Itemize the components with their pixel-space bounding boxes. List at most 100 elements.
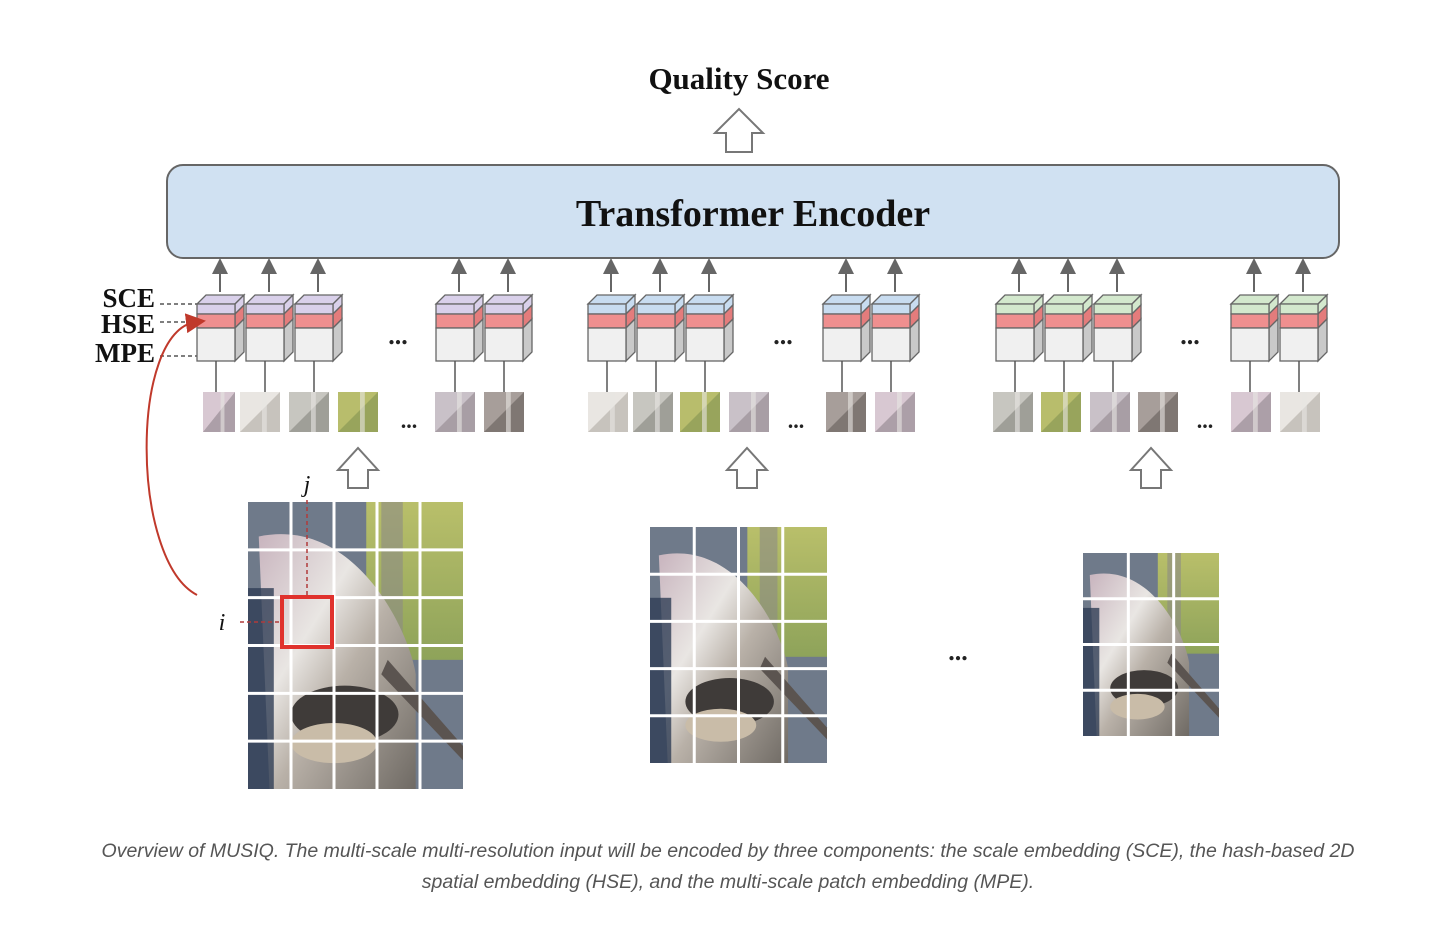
token-stack [1092, 258, 1143, 392]
patch-shade [826, 392, 866, 432]
token-stack [994, 258, 1045, 392]
curtain-shadow [1083, 607, 1100, 736]
patch-shade [1041, 392, 1081, 432]
patch-highlight [220, 392, 225, 432]
patch-thumbnails: ......... [203, 392, 1320, 433]
mpe-embedding [435, 327, 475, 362]
mpe-embedding [1093, 327, 1133, 362]
image-medium [650, 527, 827, 763]
sce-embedding [1044, 303, 1084, 315]
patch-thumbnail [240, 392, 280, 432]
patch-shade [1090, 392, 1130, 432]
token-stack [1229, 258, 1280, 392]
sce-embedding [435, 303, 475, 315]
cat-face [685, 708, 757, 742]
patch-row-small: ... [993, 392, 1320, 433]
patch-highlight [1063, 392, 1068, 432]
mpe-embedding [871, 327, 911, 362]
patch-thumbnail [203, 392, 235, 432]
patch-highlight [897, 392, 902, 432]
sce-embedding [685, 303, 725, 315]
hse-embedding [435, 313, 475, 329]
patch-shade [729, 392, 769, 432]
hse-embedding [245, 313, 285, 329]
sce-embedding [871, 303, 911, 315]
hse-embedding [1230, 313, 1270, 329]
patch-thumbnail [1090, 392, 1130, 432]
patch-thumbnail [993, 392, 1033, 432]
patch-shade [484, 392, 524, 432]
patch-highlight [311, 392, 316, 432]
input-arrow-icon-small [1128, 446, 1174, 489]
patch-row-medium: ... [588, 392, 915, 433]
hse-embedding [587, 313, 627, 329]
patch-shade [680, 392, 720, 432]
token-group-full: ... [195, 258, 534, 392]
mpe-embedding [685, 327, 725, 362]
mpe-embedding [1230, 327, 1270, 362]
figure-caption: Overview of MUSIQ. The multi-scale multi… [101, 840, 1355, 893]
hse-embedding [636, 313, 676, 329]
j-index-label: j [301, 472, 311, 498]
mpe-embedding [636, 327, 676, 362]
patch-highlight [360, 392, 365, 432]
multi-scale-images [248, 502, 1219, 789]
mpe-label: MPE [95, 338, 155, 368]
curtain-shadow [650, 597, 672, 763]
patch-thumbnail [826, 392, 866, 432]
patch-highlight [457, 392, 462, 432]
mpe-embedding [587, 327, 627, 362]
hse-embedding [1044, 313, 1084, 329]
patch-shade [1231, 392, 1271, 432]
image-small [1083, 553, 1219, 736]
window-edge [759, 656, 827, 740]
sce-embedding [484, 303, 524, 315]
patch-shade [588, 392, 628, 432]
patch-ellipsis: ... [401, 408, 418, 433]
token-stack [1043, 258, 1094, 392]
cat-face [1110, 693, 1165, 720]
sce-embedding [294, 303, 334, 315]
patch-highlight [848, 392, 853, 432]
sce-embedding [1279, 303, 1319, 315]
patch-thumbnail [338, 392, 378, 432]
hse-embedding [1093, 313, 1133, 329]
mpe-embedding [484, 327, 524, 362]
patch-highlight [702, 392, 707, 432]
mpe-embedding [822, 327, 862, 362]
patch-thumbnail [588, 392, 628, 432]
patch-thumbnail [1231, 392, 1271, 432]
quality-score-title: Quality Score [648, 61, 829, 96]
patch-shade [633, 392, 673, 432]
patch-thumbnail [435, 392, 475, 432]
token-stack [483, 258, 534, 392]
patch-thumbnail [729, 392, 769, 432]
patch-thumbnail [289, 392, 329, 432]
patch-shade [435, 392, 475, 432]
patch-ellipsis: ... [788, 408, 805, 433]
curtain-shadow [248, 588, 274, 789]
token-stack [244, 258, 295, 392]
token-stack [684, 258, 735, 392]
token-ellipsis: ... [388, 321, 408, 350]
mpe-embedding [196, 327, 236, 362]
token-groups: ......... [195, 258, 1329, 392]
sce-embedding [196, 303, 236, 315]
hse-embedding [1279, 313, 1319, 329]
patch-thumbnail [680, 392, 720, 432]
output-arrow-icon [712, 107, 766, 153]
token-stack [434, 258, 485, 392]
token-stack [293, 258, 344, 392]
patch-highlight [1302, 392, 1307, 432]
patch-highlight [262, 392, 267, 432]
hse-embedding [685, 313, 725, 329]
token-stack [870, 258, 921, 392]
hse-label: HSE [101, 309, 155, 339]
token-ellipsis: ... [773, 321, 793, 350]
patch-thumbnail [633, 392, 673, 432]
window-edge [1167, 653, 1219, 718]
transformer-encoder-label: Transformer Encoder [576, 193, 930, 235]
token-stack [586, 258, 637, 392]
patch-highlight [1015, 392, 1020, 432]
hse-embedding [871, 313, 911, 329]
